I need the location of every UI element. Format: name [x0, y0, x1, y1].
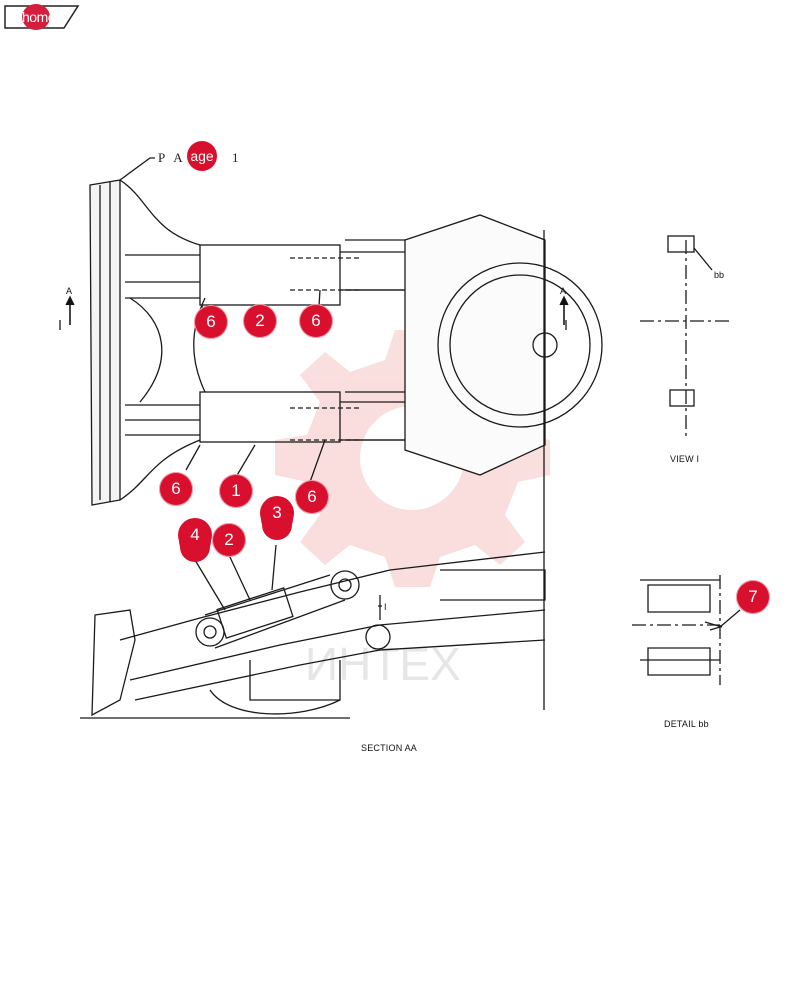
caption-view-i: VIEW I [670, 454, 700, 464]
callout-part-1[interactable]: 1 [219, 474, 253, 508]
home-button[interactable]: home [22, 4, 56, 30]
watermark-text: ИНТЕХ [305, 638, 461, 690]
page-ref-badge[interactable] [187, 141, 217, 171]
page-ref-prefix: P A [158, 150, 186, 165]
page-ref-number: 1 [232, 150, 239, 165]
callout-part-2-upper[interactable]: 2 [243, 304, 277, 338]
callout-part-6-upper-left[interactable]: 6 [194, 305, 228, 339]
section-marker-left: A [66, 286, 72, 296]
view-arrow-label: I [384, 602, 387, 612]
frame-linework [59, 157, 741, 719]
callout-part-6-lower-left[interactable]: 6 [159, 472, 193, 506]
callout-part-7[interactable]: 7 [736, 580, 770, 614]
callout-part-3[interactable]: 3 [260, 496, 294, 530]
callout-part-6-upper-right[interactable]: 6 [299, 304, 333, 338]
callout-part-2-lower[interactable]: 2 [212, 523, 246, 557]
section-marker-right: A [560, 286, 566, 296]
detail-marker-label: bb [714, 270, 724, 280]
callout-part-6-lower-right[interactable]: 6 [295, 480, 329, 514]
page-ref-badge-text: age [190, 148, 214, 164]
caption-section-aa: SECTION AA [361, 743, 418, 753]
caption-detail-bb: DETAIL bb [664, 719, 709, 729]
callout-part-4[interactable]: 4 [178, 518, 212, 552]
